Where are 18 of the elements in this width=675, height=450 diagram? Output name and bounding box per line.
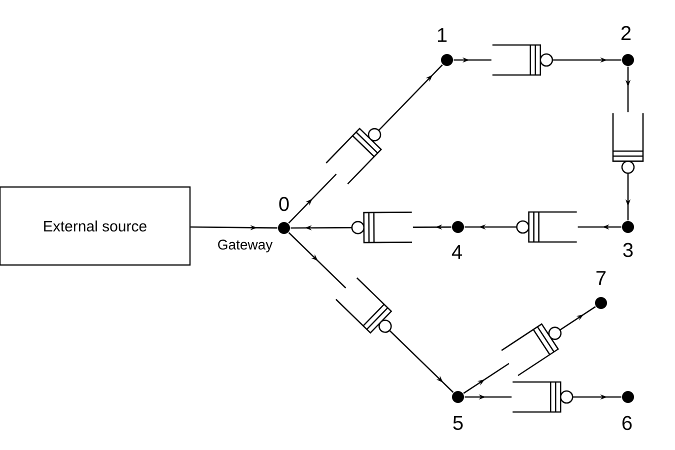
node-dot <box>278 222 290 234</box>
node-number: 5 <box>453 416 463 430</box>
node-caption: Gateway <box>218 240 273 252</box>
source-box: External source <box>0 186 191 266</box>
node-dot <box>622 221 634 233</box>
node-number: 2 <box>621 26 631 40</box>
node-number: 1 <box>438 28 447 42</box>
node-number: 7 <box>596 271 606 285</box>
node-dot <box>452 221 464 233</box>
node-number: 3 <box>623 242 633 258</box>
node-dot <box>595 297 607 309</box>
node-dot <box>622 391 634 403</box>
node-dot <box>441 54 453 66</box>
node-dot <box>622 54 634 66</box>
node-number: 4 <box>452 245 462 259</box>
node-dot <box>452 391 464 403</box>
node-number: 6 <box>622 416 632 430</box>
node-number: 0 <box>279 196 289 212</box>
